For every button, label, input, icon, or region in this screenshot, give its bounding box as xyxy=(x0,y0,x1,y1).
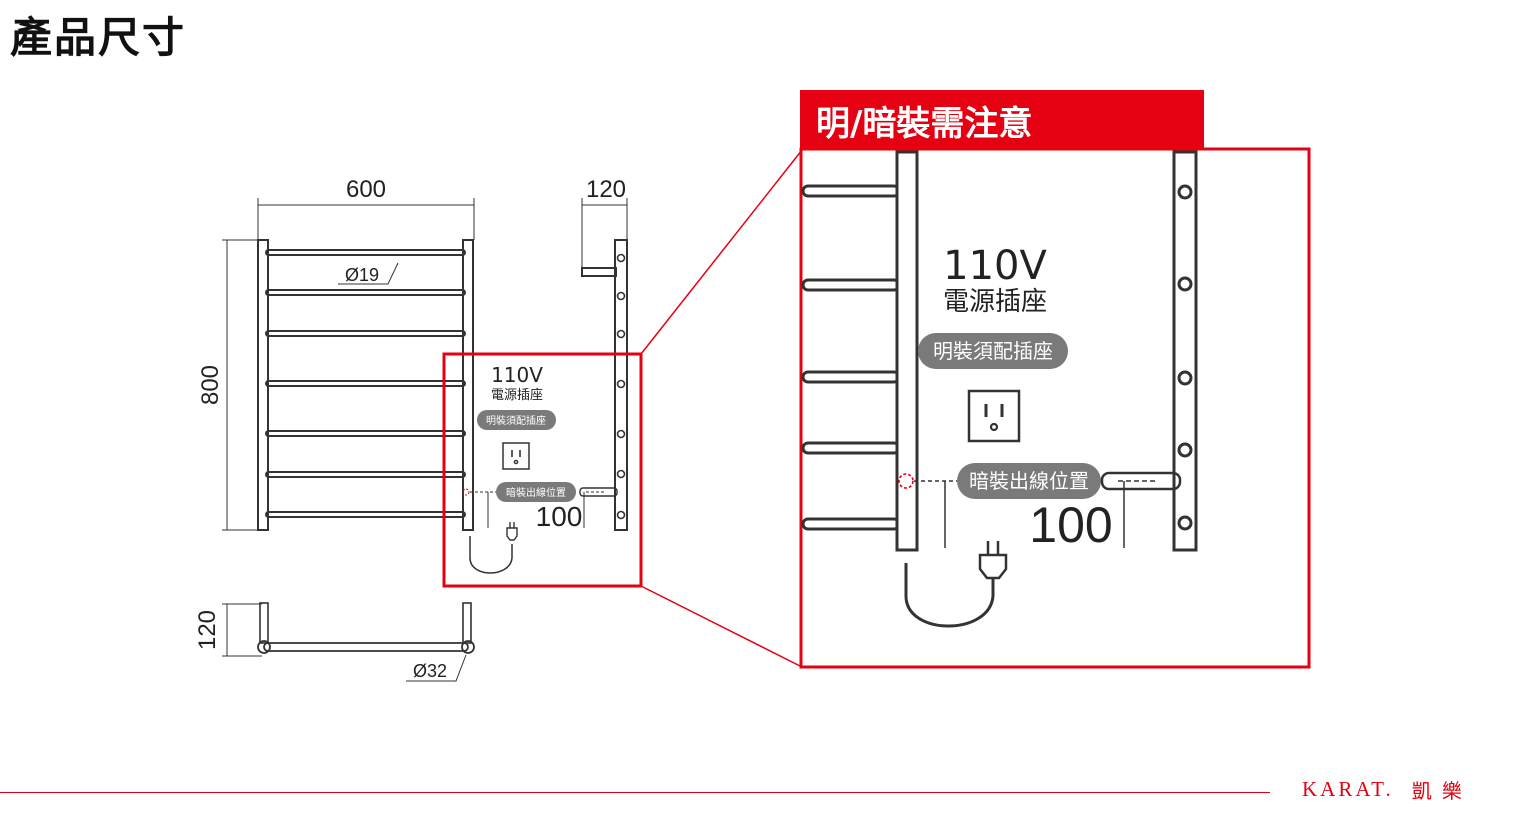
side-post xyxy=(614,239,628,531)
height-label: 800 xyxy=(197,365,224,405)
main-surface-note: 明裝須配插座 xyxy=(486,414,546,427)
zoom-right-post xyxy=(1172,150,1198,552)
main-surface-note-pill xyxy=(477,410,556,430)
main-concealed-note-pill xyxy=(496,482,576,502)
zoom-wiring xyxy=(898,471,1182,628)
highlight-box xyxy=(442,352,643,588)
zoom-concealed-note-pill xyxy=(957,463,1101,499)
rails xyxy=(265,249,466,518)
bar-diameter-label: Ø19 xyxy=(345,265,379,285)
main-offset-label: 100 xyxy=(536,501,583,532)
side-post-holes xyxy=(616,253,626,520)
footer-divider xyxy=(0,792,1270,793)
zoom-voltage-label: 110V xyxy=(943,243,1047,289)
zoom-panel: 110V 電源插座 明裝須配插座 暗裝出線位置 100 xyxy=(799,147,1311,669)
main-concealed-note: 暗裝出線位置 xyxy=(506,486,566,499)
zoom-socket-label: 電源插座 xyxy=(943,287,1047,317)
brand-cjk: 凱樂 xyxy=(1411,778,1472,803)
width-label: 600 xyxy=(346,176,386,203)
main-voltage-label: 110V xyxy=(491,363,543,387)
bottom-view xyxy=(222,602,475,682)
zoom-outlet-icon xyxy=(967,389,1021,443)
zoom-offset-label: 100 xyxy=(1029,497,1112,553)
brand-logo: KARAT. 凱樂 xyxy=(1302,774,1472,804)
bottom-diameter-leader xyxy=(406,654,467,682)
side-depth-label: 120 xyxy=(586,176,626,203)
zoom-surface-note-pill xyxy=(918,333,1068,369)
zoom-post-holes xyxy=(1177,184,1193,531)
zoom-connector-bottom xyxy=(640,585,803,668)
zoom-connector-top xyxy=(640,149,803,355)
brand-latin: KARAT. xyxy=(1302,776,1394,801)
side-view xyxy=(581,198,628,531)
zoom-concealed-note: 暗裝出線位置 xyxy=(969,469,1089,493)
zoom-rack xyxy=(801,150,1198,552)
front-view xyxy=(222,198,475,531)
bottom-diameter-label: Ø32 xyxy=(413,661,447,681)
zoom-panel-header-text: 明/暗裝需注意 xyxy=(816,104,1033,144)
zoom-left-post xyxy=(895,150,919,552)
page-title: 產品尺寸 xyxy=(10,13,187,62)
main-wiring xyxy=(462,487,618,574)
main-socket-label: 電源插座 xyxy=(491,388,543,403)
main-outlet-icon xyxy=(502,442,530,470)
zoom-surface-note: 明裝須配插座 xyxy=(933,339,1053,363)
zoom-panel-header: 明/暗裝需注意 xyxy=(800,90,1204,148)
bar-diameter-leader xyxy=(338,262,399,285)
bottom-depth-label: 120 xyxy=(194,610,221,650)
